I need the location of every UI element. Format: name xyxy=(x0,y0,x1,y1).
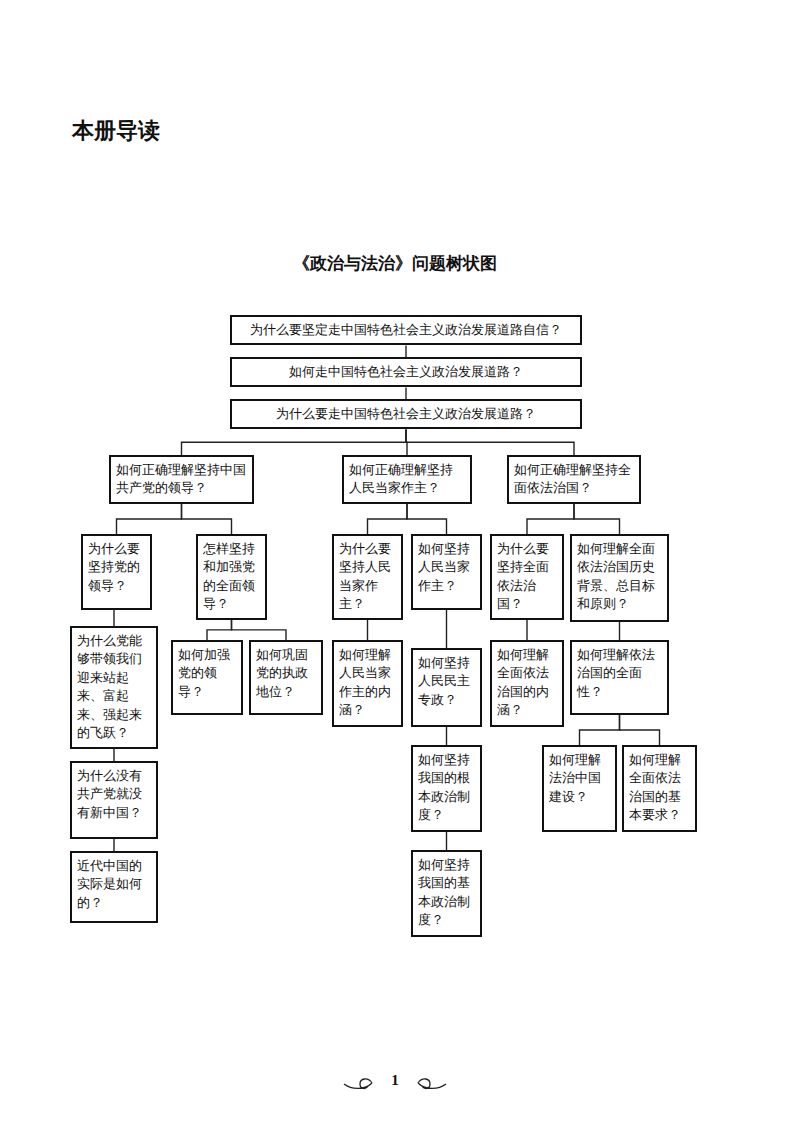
tree-connector xyxy=(580,715,620,745)
question-box: 如何正确理解坚持中国共产党的领导？ xyxy=(109,455,254,504)
question-text: 如何理解全面依法治国的内涵？ xyxy=(497,646,557,720)
question-box: 近代中国的实际是如何的？ xyxy=(70,851,158,923)
tree-connector xyxy=(113,749,114,761)
tree-connector xyxy=(527,504,574,534)
tree-connector xyxy=(526,620,527,640)
tree-connector xyxy=(619,622,620,640)
tree-connector xyxy=(367,620,368,640)
question-text: 如何理解全面依法治国历史背景、总目标和原则？ xyxy=(577,540,662,614)
question-box: 如何正确理解坚持人民当家作主？ xyxy=(342,455,472,504)
tree-connector xyxy=(182,429,407,455)
question-box: 如何理解依法治国的全面性？ xyxy=(570,640,669,715)
tree-connector xyxy=(574,504,620,534)
question-text: 如何理解法治中国建设？ xyxy=(549,751,610,806)
question-text: 怎样坚持和加强党的全面领导？ xyxy=(203,540,260,614)
question-text: 如何正确理解坚持人民当家作主？ xyxy=(349,461,465,498)
tree-connector xyxy=(407,504,447,534)
question-box: 为什么没有共产党就没有新中国？ xyxy=(70,761,158,839)
page-number: 1 xyxy=(375,1072,415,1089)
question-box: 如何理解人民当家作主的内涵？ xyxy=(332,640,403,727)
question-bar: 为什么要走中国特色社会主义政治发展道路？ xyxy=(230,399,582,429)
question-text: 如何正确理解坚持中国共产党的领导？ xyxy=(116,461,247,498)
question-bar: 为什么要坚定走中国特色社会主义政治发展道路自信？ xyxy=(230,315,582,345)
question-text: 为什么没有共产党就没有新中国？ xyxy=(77,767,151,822)
tree-connector xyxy=(182,504,232,534)
tree-connector xyxy=(446,832,447,850)
question-box: 如何理解全面依法治国的内涵？ xyxy=(490,640,564,727)
question-text: 为什么党能够带领我们迎来站起来、富起来、强起来的飞跃？ xyxy=(77,632,151,743)
question-text: 如何坚持我国的根本政治制度？ xyxy=(418,751,475,825)
tree-connector xyxy=(406,429,574,455)
question-box: 如何理解法治中国建设？ xyxy=(542,745,617,832)
question-text: 为什么要坚持人民当家作主？ xyxy=(339,540,396,614)
tree-connector xyxy=(405,345,406,357)
tree-connector xyxy=(620,715,660,745)
question-box: 如何坚持人民当家作主？ xyxy=(411,534,482,610)
question-text: 如何理解全面依法治国的基本要求？ xyxy=(629,751,690,825)
tree-connector xyxy=(368,504,408,534)
tree-connector xyxy=(113,610,114,626)
question-text: 近代中国的实际是如何的？ xyxy=(77,857,151,912)
question-box: 为什么要坚持人民当家作主？ xyxy=(332,534,403,620)
tree-connector xyxy=(232,620,287,640)
question-box: 如何巩固党的执政地位？ xyxy=(249,640,323,715)
tree-connector xyxy=(405,387,406,399)
question-text: 如何坚持我国的基本政治制度？ xyxy=(418,856,475,930)
page-heading: 本册导读 xyxy=(72,116,160,146)
question-bar: 如何走中国特色社会主义政治发展道路？ xyxy=(230,357,582,387)
question-box: 为什么党能够带领我们迎来站起来、富起来、强起来的飞跃？ xyxy=(70,626,158,749)
question-text: 如何坚持人民民主专政？ xyxy=(418,654,475,709)
question-box: 为什么要坚持全面依法治国？ xyxy=(490,534,564,620)
question-box: 如何坚持我国的基本政治制度？ xyxy=(411,850,482,937)
question-box: 怎样坚持和加强党的全面领导？ xyxy=(196,534,267,620)
question-text: 如何加强党的领导？ xyxy=(178,646,236,701)
question-text: 为什么要坚持党的领导？ xyxy=(88,540,145,595)
question-text: 如何理解人民当家作主的内涵？ xyxy=(339,646,396,720)
question-text: 为什么要坚定走中国特色社会主义政治发展道路自信？ xyxy=(237,321,575,339)
question-text: 如何理解依法治国的全面性？ xyxy=(577,646,662,701)
question-box: 如何加强党的领导？ xyxy=(171,640,243,715)
question-text: 如何巩固党的执政地位？ xyxy=(256,646,316,701)
question-box: 如何坚持我国的根本政治制度？ xyxy=(411,745,482,832)
tree-connector xyxy=(113,839,114,851)
question-box: 如何理解全面依法治国的基本要求？ xyxy=(622,745,697,832)
tree-connector xyxy=(207,620,232,640)
tree-connector xyxy=(117,504,182,534)
question-box: 如何理解全面依法治国历史背景、总目标和原则？ xyxy=(570,534,669,622)
question-box: 如何正确理解坚持全面依法治国？ xyxy=(507,455,641,504)
question-text: 如何走中国特色社会主义政治发展道路？ xyxy=(237,363,575,381)
tree-connector xyxy=(446,727,447,745)
question-text: 如何正确理解坚持全面依法治国？ xyxy=(514,461,634,498)
question-text: 为什么要坚持全面依法治国？ xyxy=(497,540,557,614)
question-text: 为什么要走中国特色社会主义政治发展道路？ xyxy=(237,405,575,423)
diagram-title: 《政治与法治》问题树状图 xyxy=(0,252,790,275)
question-text: 如何坚持人民当家作主？ xyxy=(418,540,475,595)
tree-connector xyxy=(446,610,447,648)
question-box: 为什么要坚持党的领导？ xyxy=(81,534,152,610)
question-box: 如何坚持人民民主专政？ xyxy=(411,648,482,727)
